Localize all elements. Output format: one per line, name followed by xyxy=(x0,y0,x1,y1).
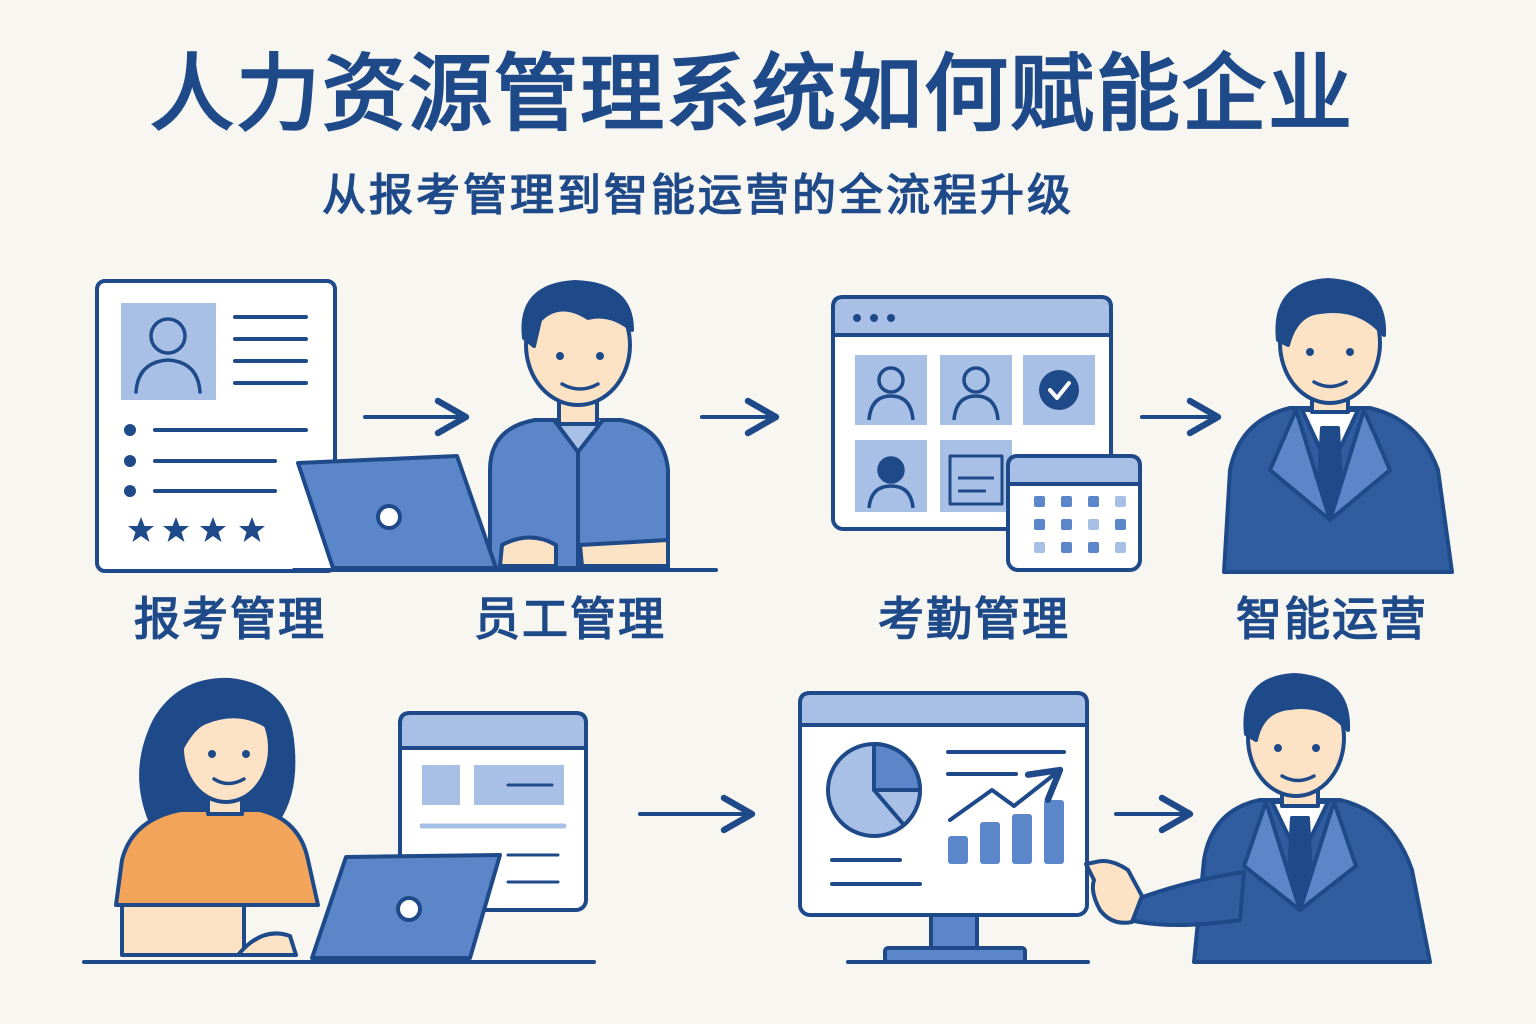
step-label-attendance: 考勤管理 xyxy=(878,592,1070,646)
step-label-registration: 报考管理 xyxy=(134,592,326,646)
pie-chart-icon xyxy=(826,742,923,838)
presenter-figure xyxy=(1084,673,1432,964)
calendar-icon xyxy=(1006,454,1142,572)
bar-chart-icon xyxy=(948,800,1064,864)
star-icon xyxy=(163,517,189,542)
star-icon xyxy=(239,517,265,542)
step-label-employee: 员工管理 xyxy=(474,592,666,646)
resume-icon xyxy=(95,279,337,573)
star-icon xyxy=(128,517,154,542)
checkmark-icon xyxy=(1039,370,1079,410)
page-title: 人力资源管理系统如何赋能企业 xyxy=(150,45,1355,143)
page-subtitle: 从报考管理到智能运营的全流程升级 xyxy=(322,170,1074,221)
star-icon xyxy=(200,517,226,542)
step-label-operations: 智能运营 xyxy=(1236,592,1428,646)
laptop-icon xyxy=(82,853,596,964)
staff-figure xyxy=(114,677,320,957)
employee-figure xyxy=(488,280,670,570)
trend-arrow-icon xyxy=(948,766,1064,822)
rating-stars xyxy=(128,517,265,542)
manager-figure xyxy=(1222,278,1454,574)
laptop-icon xyxy=(292,454,718,572)
